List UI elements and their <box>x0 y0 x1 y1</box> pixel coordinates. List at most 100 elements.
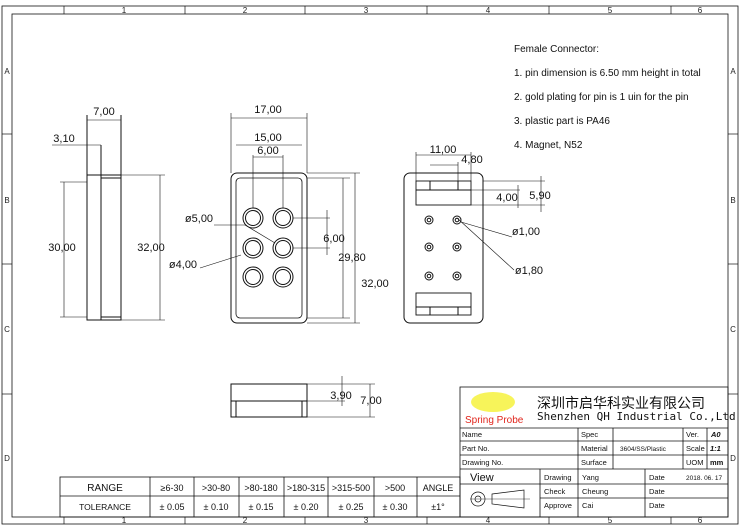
front-hole-small-label: ø4,00 <box>169 259 197 271</box>
tol-header-1: ≥6-30 <box>161 483 184 493</box>
back-view <box>403 152 545 324</box>
grid-row-c-right: C <box>730 325 736 334</box>
label-surface: Surface <box>581 458 607 467</box>
back-view-body <box>403 172 484 324</box>
back-offset-label: 4,80 <box>461 154 482 166</box>
label-spec: Spec <box>581 430 598 439</box>
label-drawing-no: Drawing No. <box>462 458 503 467</box>
side-outer-height-label: 32,00 <box>137 242 165 254</box>
tol-header-angle: ANGLE <box>423 483 454 493</box>
label-drawing: Drawing <box>544 473 572 482</box>
note-4: 4. Magnet, N52 <box>514 140 583 151</box>
grid-row-d: D <box>4 454 10 463</box>
label-date-2: Date <box>649 487 665 496</box>
side-step-label: 3,10 <box>53 133 74 145</box>
grid-col-6-bottom: 6 <box>698 516 703 525</box>
label-uom: UOM <box>686 458 704 467</box>
front-width-label: 17,00 <box>254 104 282 116</box>
label-view: View <box>470 472 494 484</box>
grid-row-b-right: B <box>730 196 735 205</box>
title-block <box>459 386 729 518</box>
tol-value-6: ± 0.30 <box>383 502 408 512</box>
grid-row-d-right: D <box>730 454 736 463</box>
grid-row-b: B <box>4 196 9 205</box>
tol-value-2: ± 0.10 <box>204 502 229 512</box>
label-material: Material <box>581 444 608 453</box>
label-part-no: Part No. <box>462 444 490 453</box>
label-approve: Approve <box>544 501 572 510</box>
grid-col-2-bottom: 2 <box>243 516 248 525</box>
front-span-label: 15,00 <box>254 132 282 144</box>
back-pin-dia2-label: ø1,80 <box>515 265 543 277</box>
side-view-body <box>86 174 122 321</box>
value-approve-by: Cai <box>582 501 594 510</box>
inner-border <box>11 13 729 518</box>
grid-col-3-bottom: 3 <box>364 516 369 525</box>
tol-value-5: ± 0.25 <box>339 502 364 512</box>
grid-row-c: C <box>4 325 10 334</box>
back-width-label: 11,00 <box>430 144 457 156</box>
note-3: 3. plastic part is PA46 <box>514 116 610 127</box>
label-name: Name <box>462 430 482 439</box>
grid-col-5: 5 <box>608 6 613 15</box>
bottom-view <box>230 376 375 418</box>
tol-header-2: >30-80 <box>202 483 230 493</box>
back-pin-dia-label: ø1,00 <box>512 226 540 238</box>
note-1: 1. pin dimension is 6.50 mm height in to… <box>514 68 701 79</box>
value-material: 3604/SS/Plastic <box>620 446 667 453</box>
grid-row-a: A <box>4 67 10 76</box>
back-slot-total-label: 5,90 <box>529 190 550 202</box>
grid-col-1: 1 <box>122 6 127 15</box>
tol-value-angle: ±1° <box>431 502 445 512</box>
front-view <box>199 113 360 324</box>
front-pitch-label: 6,00 <box>323 233 344 245</box>
company-en: Shenzhen QH Industrial Co.,Ltd <box>537 410 736 423</box>
label-ver: Ver. <box>686 430 699 439</box>
label-date-1: Date <box>649 473 665 482</box>
notes: Female Connector: 1. pin dimension is 6.… <box>514 44 701 151</box>
grid-col-3: 3 <box>364 6 369 15</box>
back-slot-label: 4,00 <box>496 192 517 204</box>
label-check: Check <box>544 487 566 496</box>
tol-header-6: >500 <box>385 483 405 493</box>
grid-ticks <box>2 6 738 524</box>
front-hole-large-label: ø5,00 <box>185 213 213 225</box>
value-uom: mm <box>710 458 724 467</box>
grid-col-4: 4 <box>486 6 491 15</box>
side-inner-height-label: 30,00 <box>48 242 76 254</box>
front-height-inner-label: 29,80 <box>338 252 366 264</box>
logo-highlight <box>471 392 515 412</box>
value-check-by: Cheung <box>582 487 608 496</box>
front-height-label: 32,00 <box>361 278 389 290</box>
value-ver: A0 <box>710 430 721 439</box>
tol-header-5: >315-500 <box>332 483 370 493</box>
grid-col-5-bottom: 5 <box>608 516 613 525</box>
value-scale: 1:1 <box>710 444 721 453</box>
bottom-total-label: 7,00 <box>360 395 381 407</box>
tol-value-4: ± 0.20 <box>294 502 319 512</box>
bottom-thickness-label: 3,90 <box>330 390 351 402</box>
grid-col-6: 6 <box>698 6 703 15</box>
grid-row-a-right: A <box>730 67 736 76</box>
logo-text: Spring Probe <box>465 415 524 426</box>
grid-col-2: 2 <box>243 6 248 15</box>
note-2: 2. gold plating for pin is 1 uin for the… <box>514 92 689 103</box>
notes-title: Female Connector: <box>514 44 599 55</box>
value-drawing-date: 2018. 06. 17 <box>686 475 723 482</box>
tol-value-1: ± 0.05 <box>160 502 185 512</box>
grid-col-1-bottom: 1 <box>122 516 127 525</box>
grid-col-4-bottom: 4 <box>486 516 491 525</box>
side-view <box>52 115 165 321</box>
tolerance-table <box>59 476 461 518</box>
company-cn: 深圳市启华科实业有限公司 <box>537 395 705 412</box>
front-inner-label: 6,00 <box>257 145 278 157</box>
tol-header-range: RANGE <box>87 483 123 494</box>
tol-header-3: >80-180 <box>244 483 277 493</box>
tol-row-label: TOLERANCE <box>79 502 131 512</box>
outer-border <box>1 5 739 525</box>
tol-value-3: ± 0.15 <box>249 502 274 512</box>
tol-header-4: >180-315 <box>287 483 325 493</box>
label-scale: Scale <box>686 444 705 453</box>
